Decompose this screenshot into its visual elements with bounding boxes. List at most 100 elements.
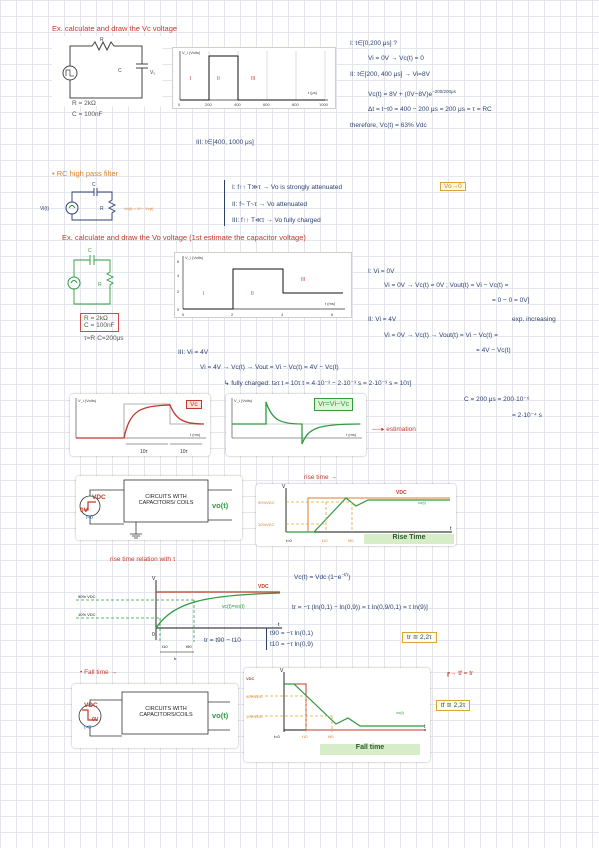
r1-result: = 0 − 0 = 0V] (492, 297, 530, 304)
tdef-brace (266, 628, 267, 650)
r3-c: C = 200 μs = 200·10⁻⁶ (464, 396, 530, 403)
fall-t90: t90 (328, 734, 334, 739)
ytick-4: 4 (177, 273, 180, 278)
rel-v-axis: V (152, 576, 156, 582)
ytick-2: 2 (177, 289, 180, 294)
r2-calc: Vi = 0V → Vc(t) → Vout(t) = Vi − Vc(t) = (384, 332, 498, 339)
component-r: R = 2kΩ (72, 100, 96, 107)
rise-vdc: VDC (92, 494, 106, 501)
r2-note: exp. increasing (512, 316, 556, 323)
xtick-4: 4 (281, 312, 284, 317)
tick-0: 0 (178, 102, 181, 107)
p2-region-ii: II (251, 291, 254, 297)
tr-equation: tr = −τ (ln(0,1) − ln(0,9)) = τ ln(0,9/0… (292, 604, 428, 611)
case3-heading: III: t∈[400, 1000 μs] (196, 139, 254, 146)
plot1-xlabel: t (μs) (308, 90, 318, 95)
rise-time-graph: V t t=0 t10 t90 90%VDC 10%VDC VDC vo(t) … (256, 484, 456, 546)
tick-800: 800 (292, 102, 299, 107)
resistor-label: R (100, 37, 104, 43)
fall-bullet: • Fall time → (80, 669, 117, 676)
vr-graph: V_i (Volts) t (ms) Vr=Vi−Vc (226, 394, 366, 456)
case2-delta: Δt = t−t0 = 400 − 200 μs = 200 μs = τ = … (368, 106, 492, 113)
rel-tr: tr (174, 656, 177, 661)
component-c: C = 100nF (72, 111, 103, 118)
tf-result-box: tf ≅ 2,2τ (436, 700, 471, 712)
r3-heading: III: Vi = 4V (178, 349, 209, 356)
component-c2: C = 100nF (84, 322, 115, 330)
rule-2: II: f~ T~τ → Vo attenuated (232, 201, 308, 208)
xtick-2: 2 (231, 312, 234, 317)
capacitor-label: C (118, 68, 122, 74)
estimation-label: ──▸ estimation (372, 426, 416, 433)
rise-t0: t=0 (86, 515, 94, 521)
ytick-0: 0 (177, 307, 180, 312)
r2-result: = 4V − Vc(t) (476, 347, 511, 354)
fall-10pct: 10%VDC (246, 714, 263, 719)
ytick-6: 6 (177, 259, 180, 264)
fall-v-axis: V (280, 668, 284, 674)
fall-time-graph: V t VDC 90%VDC 10%VDC t=0 t10 t90 vo(t) … (244, 668, 430, 762)
hp-c-label: C (92, 182, 96, 188)
r3-charged: ↳ fully charged: t≥τ t = 10τ t = 4·10⁻³ … (224, 380, 412, 387)
rise-90pct: 90%VDC (258, 500, 275, 505)
vr-xlabel: t (ms) (346, 432, 357, 437)
fall-90pct: 90%VDC (246, 694, 263, 699)
ten-tau-2: 10τ (180, 449, 188, 455)
rel-t90: t90 (186, 644, 192, 649)
fall-graph-vo: vo(t) (396, 710, 405, 715)
tf-eq-text: tf = tr (458, 670, 474, 677)
hp-filter-circuit: Vi(t) C R Vo(t) = Vi − Vc(t) (40, 182, 154, 221)
vout-label: Vo(t) = Vi − Vc(t) (124, 206, 154, 211)
rise-0v: 0V (80, 507, 88, 514)
vc-eq-base: Vc(t) = Vdc (1−e (294, 574, 342, 582)
ten-tau-1: 10τ (140, 449, 148, 455)
rise-graph-vdc: VDC (396, 490, 407, 496)
xtick-0: 0 (182, 312, 185, 317)
r3-result: = 2·10⁻⁴ s (512, 412, 542, 419)
rel-vc: vc(t)=vo(t) (222, 604, 245, 610)
vc-tag: Vc (186, 400, 202, 410)
rel-90: 90% VDC (78, 594, 96, 599)
vr-ylabel: V_i (Volts) (234, 398, 253, 403)
vc-ylabel: V_i (Volts) (78, 398, 97, 403)
plot1-ylabel: V_i (Volts) (182, 50, 201, 55)
fall-t10: t10 (302, 734, 308, 739)
plot2-ylabel: V_i (Volts) (185, 255, 204, 260)
fall-vo: vo(t) (212, 711, 229, 720)
hp-input-plot: V_i (Volts) t (ms) 6 4 2 0 0 2 4 6 I II … (174, 252, 352, 318)
input-pulse-plot: V_i (Volts) t (μs) 0 200 400 600 800 100… (172, 47, 336, 109)
vc-eq-end: ) (348, 574, 351, 582)
r1-heading: I: Vi = 0V (368, 268, 395, 275)
fall-time-banner: Fall time (320, 744, 420, 755)
ex2-title: Ex. calculate and draw the Vo voltage (1… (62, 233, 306, 242)
vr-tag: Vr=Vi−Vc (314, 398, 354, 411)
rel-t10: t10 (162, 644, 168, 649)
rise-time-banner: Rise Time (364, 534, 454, 544)
component-r2: R = 2kΩ (84, 315, 108, 322)
rule-3: III: f↑↑ T≪τ → Vo fully charged (232, 217, 321, 224)
t10-def: t10 = −τ ln(0,9) (270, 641, 314, 648)
case2-conclusion: therefore, Vc(t) = 63% Vdc (350, 122, 427, 129)
tf-eq: ┏→ tf = tr (446, 670, 474, 677)
fall-0v: 0V (92, 717, 99, 723)
fall-graph-t0: t=0 (274, 734, 280, 739)
r2-label: R (98, 282, 102, 288)
tick-600: 600 (263, 102, 270, 107)
rise-box-label: CIRCUITS WITH CAPACITORS/ COILS (138, 494, 194, 507)
region-ii: II (217, 76, 220, 82)
rise-v-axis: V (282, 484, 286, 490)
p2-region-iii: III (301, 277, 305, 283)
rel-vdc: VDC (258, 584, 269, 590)
tau-note: τ=R·C=200μs (84, 335, 124, 342)
region-i: I (190, 76, 191, 82)
rule-1-box: Vo→0 (440, 182, 466, 192)
rc-circuit-diagram: R C V₀ (52, 36, 162, 106)
estimation-text: estimation (386, 426, 416, 433)
rise-time-note: rise time → (304, 474, 337, 481)
rule-1: I: f↑↑ T≫τ → Vo is strongly attenuated (232, 184, 343, 191)
fall-t0: t=0 (84, 725, 92, 731)
hp-circuit-2: C R (67, 248, 115, 305)
tr-definition: tr = t90 − t10 (204, 637, 241, 644)
case1-heading: I: t∈[0,200 μs] ? (350, 40, 397, 47)
rise-t-axis: t (450, 526, 452, 532)
